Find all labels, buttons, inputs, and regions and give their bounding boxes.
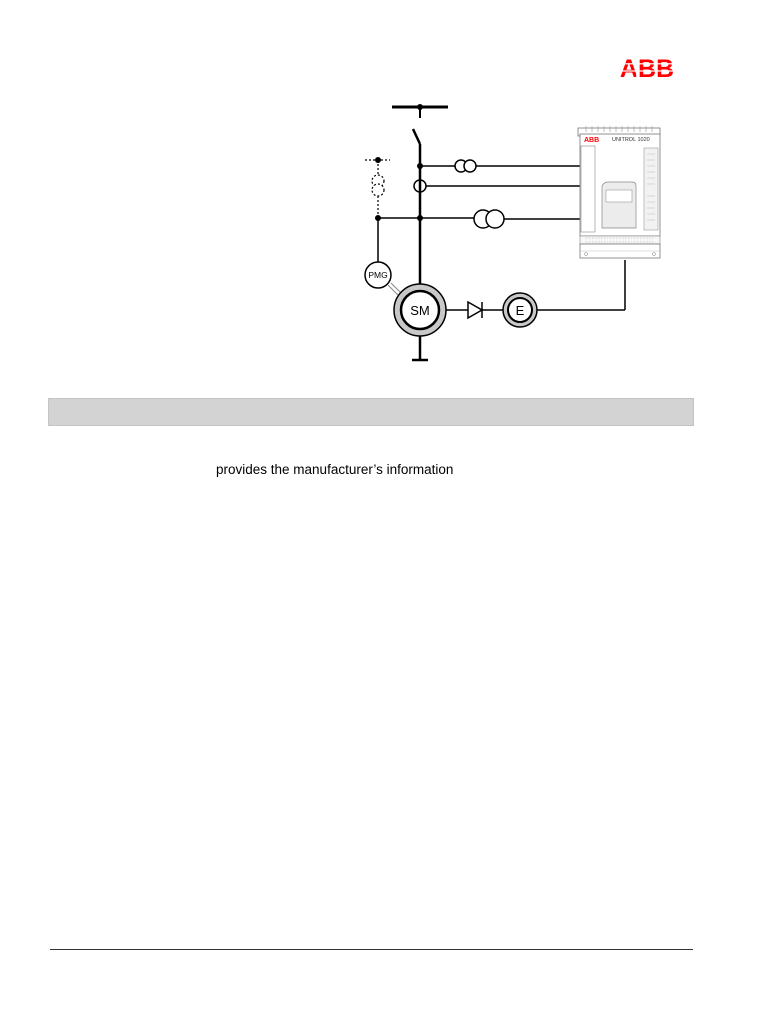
- diode-symbol: [467, 300, 484, 320]
- intro-text: provides the manufacturer’s information: [216, 462, 454, 477]
- svg-text:ABB: ABB: [584, 137, 599, 144]
- footer-rule: [50, 949, 693, 950]
- supply-transformer-symbol: [473, 209, 505, 229]
- section-heading-bar: [48, 398, 694, 426]
- svg-text:ABB: ABB: [620, 56, 674, 80]
- svg-text:SM: SM: [410, 303, 430, 318]
- breaker-switch: [411, 128, 422, 145]
- abb-logo: ABB: [618, 56, 676, 80]
- synchronous-machine-symbol: SM: [393, 283, 447, 337]
- voltage-transformer-symbol: [454, 159, 477, 173]
- excitation-system-diagram: PMG SM E ABB UNITROL 1020: [364, 104, 661, 362]
- svg-text:PMG: PMG: [368, 270, 387, 280]
- svg-text:UNITROL 1020: UNITROL 1020: [612, 137, 650, 143]
- pmg-symbol: PMG: [364, 261, 392, 289]
- exciter-symbol: E: [502, 292, 538, 328]
- svg-text:E: E: [516, 303, 525, 318]
- unitrol-device: ABB UNITROL 1020: [577, 126, 661, 259]
